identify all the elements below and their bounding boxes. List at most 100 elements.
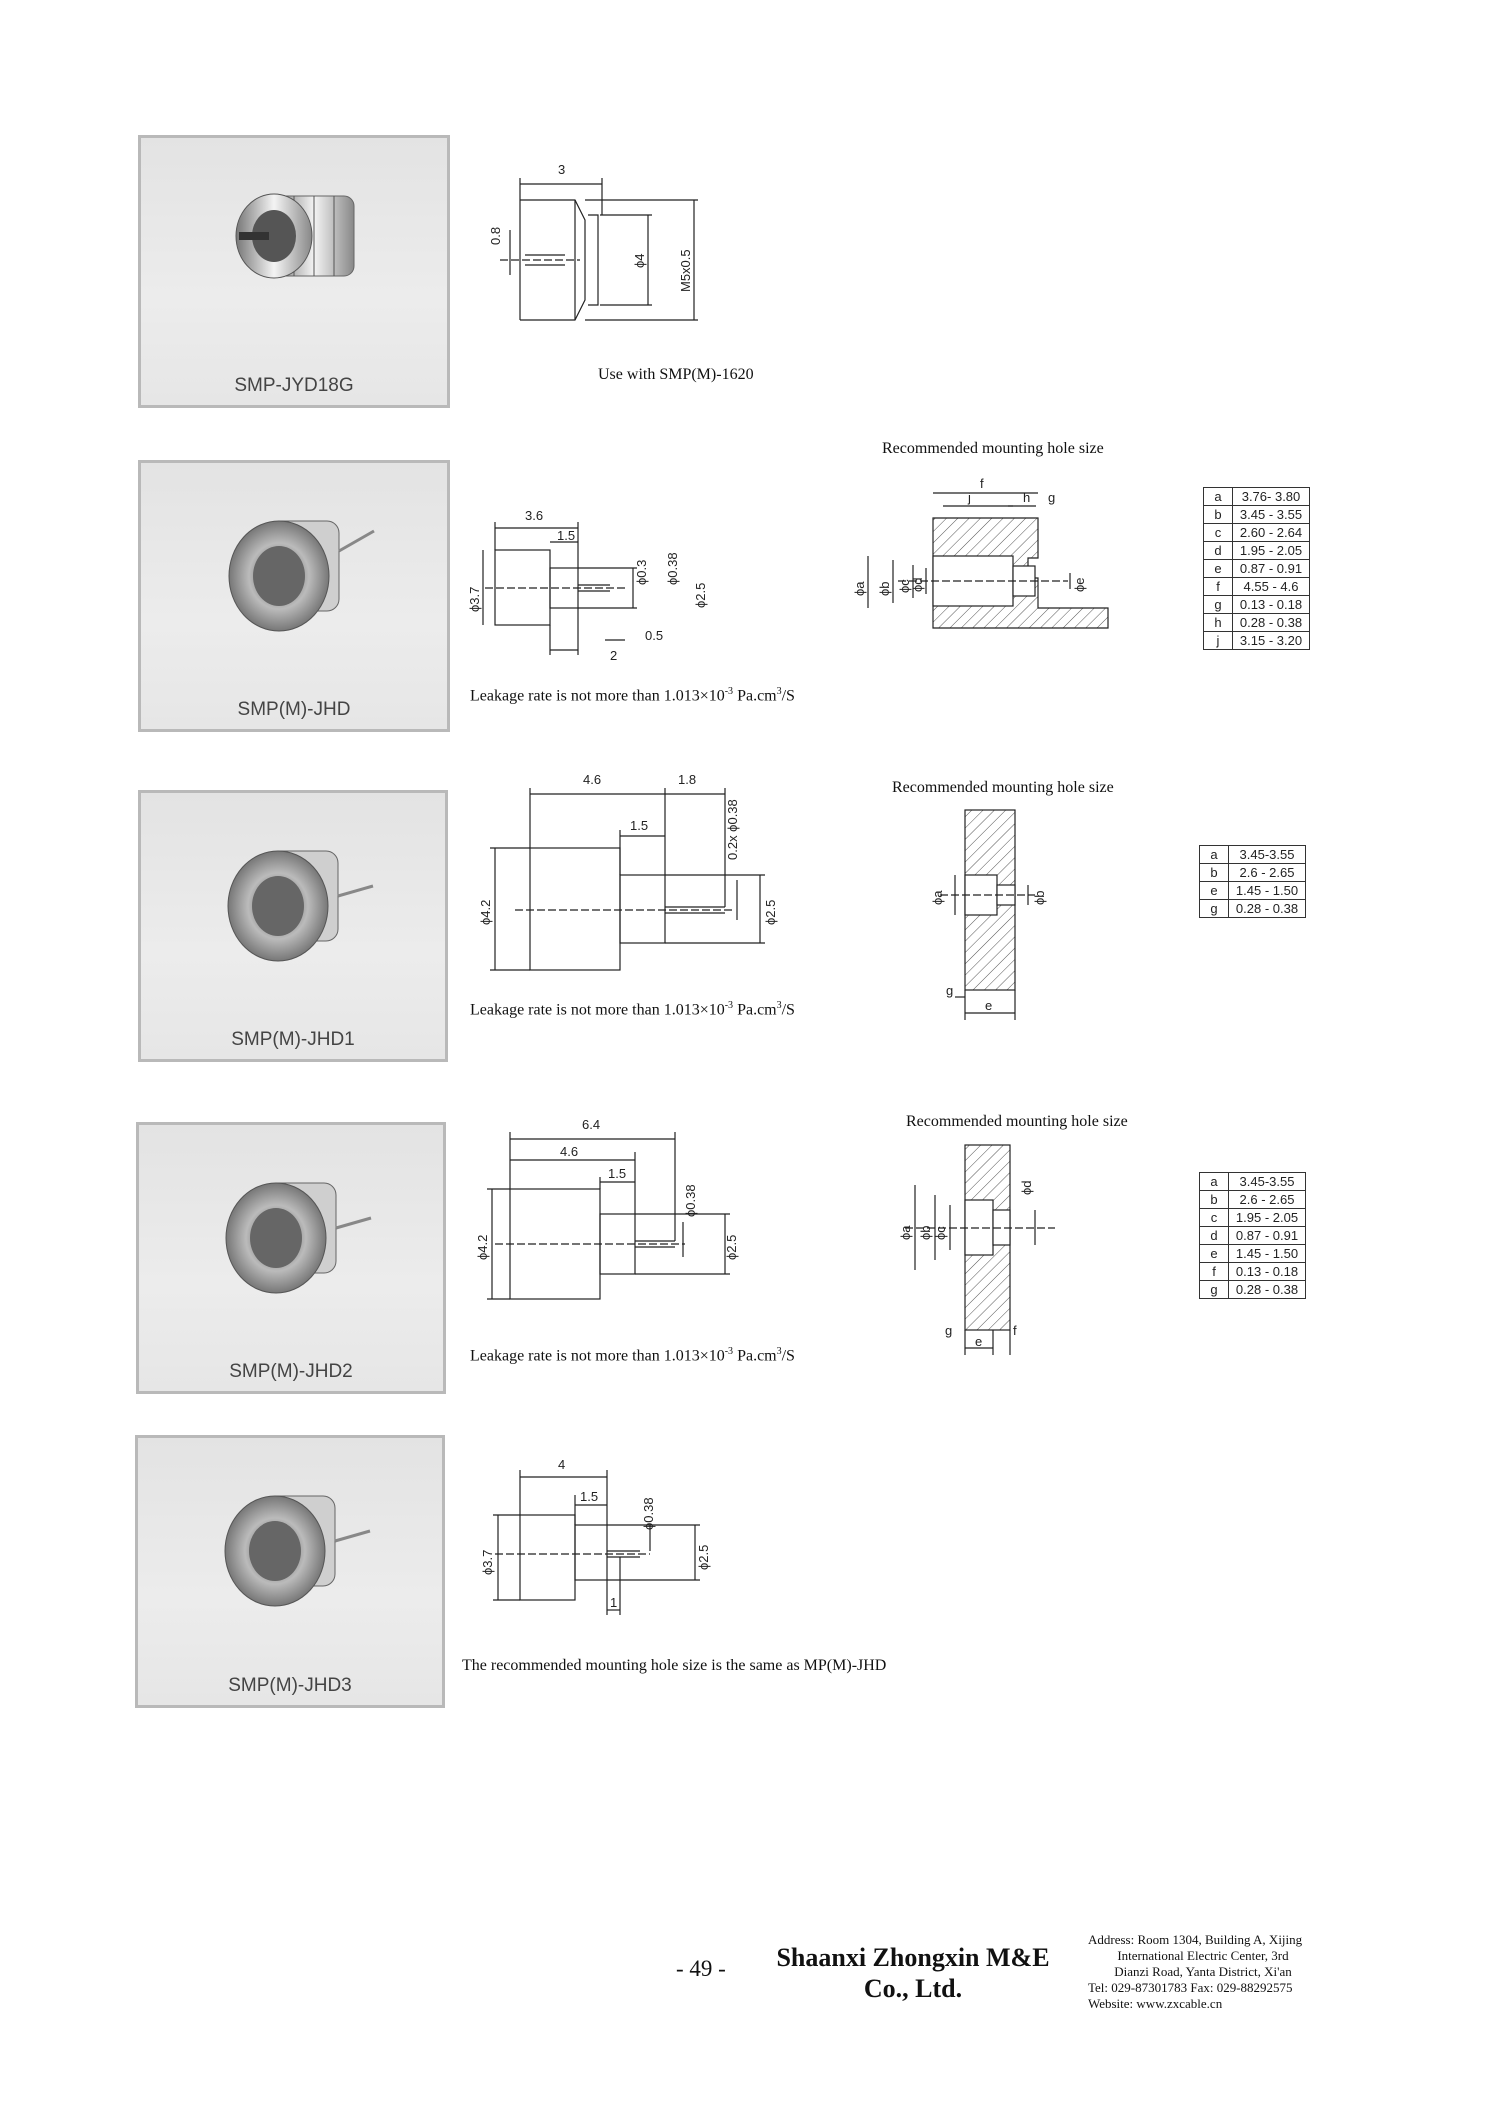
- table-value: 1.95 - 2.05: [1228, 1208, 1306, 1227]
- table-value: 3.15 - 3.20: [1232, 631, 1310, 650]
- hole-title: Recommended mounting hole size: [892, 779, 1114, 796]
- table-key: c: [1203, 523, 1233, 542]
- dim-label: ϕ0.38: [641, 1497, 656, 1530]
- dim-label: 4.6: [560, 1144, 578, 1159]
- table-value: 0.28 - 0.38: [1228, 1280, 1306, 1299]
- hole-dim-label: f: [1013, 1323, 1017, 1338]
- mounting-note: The recommended mounting hole size is th…: [462, 1657, 887, 1674]
- product-name: SMP(M)-JHD1: [231, 1029, 355, 1050]
- hole-dim-label: j: [967, 490, 971, 505]
- table-value: 0.28 - 0.38: [1228, 899, 1306, 918]
- table-value: 2.6 - 2.65: [1228, 1190, 1306, 1209]
- connector-image: [235, 193, 355, 279]
- table-key: d: [1203, 541, 1233, 560]
- dim-label: ϕ4.2: [478, 900, 493, 925]
- table-key: d: [1199, 1226, 1229, 1245]
- table-value: 0.28 - 0.38: [1232, 613, 1310, 632]
- hole-dim-label: ϕd: [910, 577, 925, 592]
- company-address: Address: Room 1304, Building A, Xijing I…: [1088, 1932, 1318, 2012]
- mounting-hole-drawing: f j h g ϕa ϕb ϕc ϕd ϕe: [852, 476, 1109, 629]
- dim-label: 3: [558, 162, 565, 177]
- table-value: 2.60 - 2.64: [1232, 523, 1310, 542]
- table-value: 1.45 - 1.50: [1228, 1244, 1306, 1263]
- table-value: 0.87 - 0.91: [1232, 559, 1310, 578]
- table-key: j: [1203, 631, 1233, 650]
- hole-dim-label: ϕe: [1072, 577, 1087, 592]
- hole-dim-label: ϕb: [918, 1225, 933, 1240]
- dim-label: ϕ4.2: [475, 1235, 490, 1260]
- company-name-line2: Co., Ltd.: [863, 1974, 963, 2003]
- table-key: g: [1199, 899, 1229, 918]
- dim-label: 0.5: [645, 628, 663, 643]
- dimension-drawing: 3.6 1.5 ϕ0.3 ϕ0.38 ϕ3.7 ϕ2.5 2 0.5: [467, 508, 708, 663]
- dim-label: 4: [558, 1457, 565, 1472]
- dim-label: 0.8: [488, 227, 503, 245]
- hole-dim-label: e: [975, 1334, 982, 1349]
- table-key: f: [1199, 1262, 1229, 1281]
- address-line: International Electric Center, 3rd: [1117, 1948, 1289, 1963]
- table-key: f: [1203, 577, 1233, 596]
- dim-label: ϕ0.38: [665, 552, 680, 585]
- dim-label: 4.6: [583, 772, 601, 787]
- dimension-drawing: 4.6 1.8 1.5 0.2x ϕ0.38 ϕ4.2 ϕ2.5: [478, 772, 778, 971]
- leakage-note: Leakage rate is not more than 1.013×10-3…: [470, 1000, 795, 1019]
- hole-dim-label: f: [980, 476, 984, 491]
- table-value: 0.13 - 0.18: [1228, 1262, 1306, 1281]
- dim-label: ϕ2.5: [724, 1235, 739, 1260]
- product-photo: SMP(M)-JHD3: [135, 1435, 445, 1708]
- table-value: 1.95 - 2.05: [1232, 541, 1310, 560]
- hole-dim-label: ϕa: [898, 1225, 913, 1240]
- table-key: b: [1199, 1190, 1229, 1209]
- table-value: 0.13 - 0.18: [1232, 595, 1310, 614]
- product-photo: SMP(M)-JHD: [138, 460, 450, 732]
- table-key: a: [1199, 845, 1229, 864]
- table-value: 3.45 - 3.55: [1232, 505, 1310, 524]
- company-name-line1: Shaanxi Zhongxin M&E: [776, 1943, 1050, 1972]
- dim-label: ϕ0.38: [683, 1184, 698, 1217]
- table-key: h: [1203, 613, 1233, 632]
- address-line: Dianzi Road, Yanta District, Xi'an: [1114, 1964, 1292, 1979]
- phone-fax: Tel: 029-87301783 Fax: 029-88292575: [1088, 1980, 1293, 1995]
- hole-dim-label: g: [946, 983, 953, 998]
- table-value: 3.45-3.55: [1228, 845, 1306, 864]
- table-key: a: [1203, 487, 1233, 506]
- dim-label: ϕ3.7: [467, 587, 482, 612]
- page-number: - 49 -: [676, 1956, 726, 1981]
- table-key: g: [1199, 1280, 1229, 1299]
- table-value: 3.45-3.55: [1228, 1172, 1306, 1191]
- product-name: SMP-JYD18G: [234, 375, 354, 396]
- product-photo: SMP-JYD18G: [138, 135, 450, 408]
- table-value: 4.55 - 4.6: [1232, 577, 1310, 596]
- dim-label: 1.5: [557, 528, 575, 543]
- hole-dim-label: g: [1048, 490, 1055, 505]
- connector-image: [225, 1182, 372, 1294]
- dim-label: ϕ0.3: [634, 560, 649, 585]
- table-key: e: [1203, 559, 1233, 578]
- hole-dim-label: ϕa: [930, 890, 945, 905]
- dimension-drawing: 3 0.8 ϕ4 M5x0.5: [488, 162, 698, 321]
- table-value: 1.45 - 1.50: [1228, 881, 1306, 900]
- dim-label: 1: [610, 1595, 617, 1610]
- dim-label: ϕ2.5: [696, 1545, 711, 1570]
- product-name: SMP(M)-JHD2: [229, 1361, 353, 1382]
- dim-label: ϕ3.7: [480, 1550, 495, 1575]
- connector-image: [227, 850, 374, 962]
- table-key: e: [1199, 1244, 1229, 1263]
- hole-dim-label: ϕb: [1032, 890, 1047, 905]
- mounting-hole-drawing: ϕa ϕb g e: [930, 809, 1047, 1020]
- leakage-note: Leakage rate is not more than 1.013×10-3…: [470, 1346, 795, 1365]
